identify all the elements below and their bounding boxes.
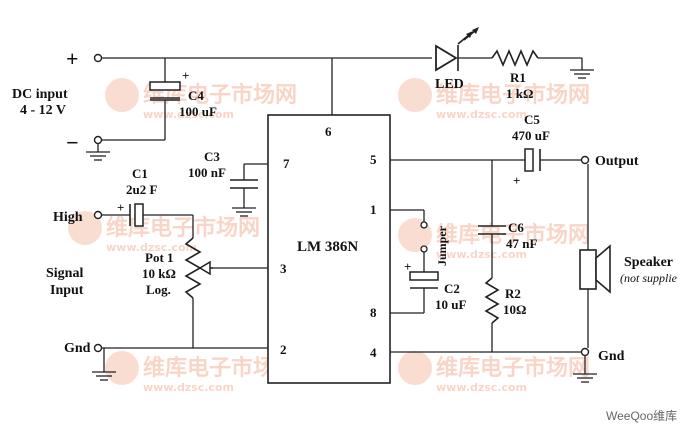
- resistor-r2: R2 10Ω: [484, 277, 526, 324]
- svg-text:2u2 F: 2u2 F: [126, 182, 157, 197]
- pin-2-number: 2: [280, 342, 287, 357]
- minus-terminal: [93, 135, 103, 145]
- svg-text:R1: R1: [510, 70, 526, 85]
- svg-text:C6: C6: [508, 220, 524, 235]
- output-terminal: [580, 155, 590, 165]
- pin-8-number: 8: [370, 305, 377, 320]
- svg-text:+: +: [513, 173, 520, 188]
- output-label: Output: [595, 154, 639, 169]
- lm386-chip: LM 386N 6 7 3 2 5 1 8 4: [267, 114, 391, 384]
- capacitor-c4: + C4 100 uF: [149, 68, 217, 119]
- svg-text:100 nF: 100 nF: [188, 165, 226, 180]
- input-label: Input: [50, 283, 84, 298]
- ground-symbol: [570, 69, 594, 79]
- potentiometer-pot1: Pot 1 10 kΩ Log.: [142, 237, 213, 299]
- svg-text:1 kΩ: 1 kΩ: [506, 86, 533, 101]
- svg-text:C4: C4: [188, 88, 204, 103]
- svg-text:Jumper: Jumper: [435, 225, 449, 266]
- speaker-icon: Speaker (not supplie: [579, 244, 678, 294]
- svg-text:WeeQoo维库: WeeQoo维库: [606, 408, 677, 423]
- high-terminal: [93, 210, 103, 220]
- dc-voltage-label: 4 - 12 V: [20, 103, 66, 118]
- svg-text:C3: C3: [204, 149, 220, 164]
- watermark-logo: 维库电子市场网 www.dzsc.com: [398, 351, 590, 394]
- watermark-logo: 维库电子市场网 www.dzsc.com: [68, 211, 260, 254]
- pin-1-number: 1: [370, 202, 377, 217]
- pin-7-number: 7: [283, 156, 290, 171]
- high-label: High: [53, 210, 83, 225]
- plus-terminal: [93, 53, 103, 63]
- svg-text:LED: LED: [435, 77, 464, 92]
- watermark-logo: 维库电子市场网 www.dzsc.com: [398, 218, 590, 261]
- svg-text:+: +: [404, 259, 411, 274]
- pin-4-number: 4: [370, 345, 377, 360]
- gnd-left-terminal: [93, 343, 103, 353]
- svg-text:R2: R2: [505, 286, 521, 301]
- svg-text:维库电子市场网: 维库电子市场网: [436, 355, 590, 381]
- led: LED: [435, 27, 479, 92]
- svg-text:www.dzsc.com: www.dzsc.com: [436, 108, 527, 121]
- svg-text:C1: C1: [132, 166, 148, 181]
- ground-symbol: [232, 207, 256, 217]
- svg-text:Pot 1: Pot 1: [145, 250, 174, 265]
- svg-text:www.dzsc.com: www.dzsc.com: [436, 381, 527, 394]
- svg-text:www.dzsc.com: www.dzsc.com: [436, 248, 527, 261]
- resistor-r1: R1 1 kΩ: [491, 48, 539, 101]
- chip-label: LM 386N: [297, 239, 358, 255]
- power-rail: + − DC input 4 - 12 V: [12, 46, 432, 155]
- capacitor-c6: C6 47 nF: [478, 220, 537, 251]
- svg-text:www.dzsc.com: www.dzsc.com: [143, 381, 234, 394]
- svg-text:C2: C2: [444, 281, 460, 296]
- svg-text:(not supplie: (not supplie: [620, 271, 678, 285]
- ground-symbol: [86, 151, 110, 161]
- svg-text:10 kΩ: 10 kΩ: [142, 266, 176, 281]
- gnd-right-terminal: [580, 347, 590, 357]
- watermark-logo: 维库电子市场网 www.dzsc.com: [105, 78, 297, 121]
- dc-input-label: DC input: [12, 87, 68, 102]
- svg-text:维库电子市场网: 维库电子市场网: [106, 215, 260, 241]
- svg-text:www.dzsc.com: www.dzsc.com: [106, 241, 197, 254]
- ground-symbol: [573, 373, 597, 383]
- signal-label: Signal: [46, 266, 83, 281]
- gnd-right-label: Gnd: [598, 349, 625, 364]
- svg-text:Log.: Log.: [146, 282, 171, 297]
- pin-5-number: 5: [370, 152, 377, 167]
- svg-text:10 uF: 10 uF: [435, 297, 466, 312]
- capacitor-c5: + C5 470 uF: [512, 112, 550, 188]
- svg-text:+: +: [117, 200, 124, 215]
- gnd-left-label: Gnd: [64, 341, 91, 356]
- svg-text:Speaker: Speaker: [624, 255, 673, 270]
- source-credit: WeeQoo维库: [606, 408, 677, 423]
- svg-text:10Ω: 10Ω: [503, 302, 526, 317]
- svg-text:www.dzsc.com: www.dzsc.com: [143, 108, 234, 121]
- svg-text:100 uF: 100 uF: [179, 104, 217, 119]
- svg-text:47 nF: 47 nF: [506, 236, 537, 251]
- svg-text:维库电子市场网: 维库电子市场网: [436, 222, 590, 248]
- minus-sign: −: [66, 130, 79, 155]
- capacitor-c3: C3 100 nF: [188, 149, 258, 189]
- ground-symbol: [92, 371, 116, 381]
- svg-text:+: +: [182, 68, 189, 83]
- svg-text:维库电子市场网: 维库电子市场网: [436, 82, 590, 108]
- svg-text:470 uF: 470 uF: [512, 128, 550, 143]
- pin-3-number: 3: [280, 261, 287, 276]
- watermark-logo: 维库电子市场网 www.dzsc.com: [398, 78, 590, 121]
- plus-sign: +: [66, 46, 79, 71]
- svg-text:C5: C5: [524, 112, 540, 127]
- pin-6-number: 6: [325, 124, 332, 139]
- watermark-group: 维库电子市场网 www.dzsc.com 维库电子市场网 www.dzsc.co…: [68, 78, 590, 394]
